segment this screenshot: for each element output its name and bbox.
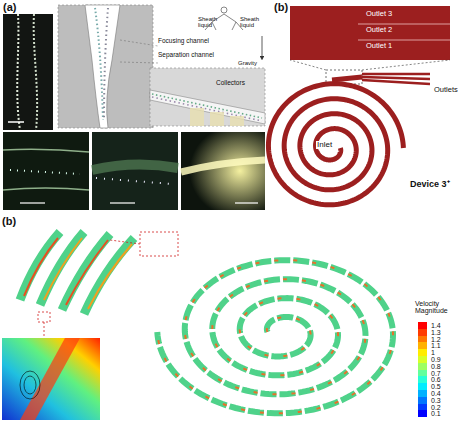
figure-label: (b) xyxy=(274,2,288,14)
colorbar-tick: 0.1 xyxy=(431,410,441,417)
colorbar-tick: 0.6 xyxy=(431,376,441,383)
figure-label: (b) xyxy=(2,216,16,228)
outlet-zoom xyxy=(290,6,450,84)
colorbar-tick: 0.2 xyxy=(431,404,441,411)
flow-band xyxy=(157,260,393,413)
colorbar-tick: 0.9 xyxy=(431,356,441,363)
spiral-channel xyxy=(268,77,403,205)
cfd-zoom xyxy=(2,232,178,420)
figure-label: Outlets xyxy=(434,86,458,94)
figure-label: Outlet 1 xyxy=(366,42,392,50)
velocity-peak xyxy=(157,260,393,413)
figure-label: Gravity xyxy=(238,60,257,66)
colorbar-swatch xyxy=(418,410,427,417)
colorbar-tick: 0.4 xyxy=(431,390,441,397)
figure-label: Device 3⁺ xyxy=(410,180,450,189)
colorbar-tick: 1 xyxy=(431,349,435,356)
figure-label: Separation channel xyxy=(158,52,214,59)
figure-label: Collectors xyxy=(216,80,245,87)
figure-label: Sheath liquid xyxy=(198,16,220,29)
figure-label: Focusing channel xyxy=(158,38,209,45)
figure-label: Sheath liquid xyxy=(240,16,262,29)
figure-label: Velocity Magnitude xyxy=(415,300,471,315)
colorbar-tick: 0.3 xyxy=(431,397,441,404)
figure-label: (a) xyxy=(3,2,16,14)
micrograph-row xyxy=(3,132,265,210)
spiral-path xyxy=(268,84,403,205)
colorbar-tick: 1.3 xyxy=(431,329,441,336)
colorbar-tick: 0.8 xyxy=(431,363,441,370)
colorbar-tick: 1.4 xyxy=(431,322,441,329)
figure-label: Inlet xyxy=(316,141,333,149)
figure-label: Outlet 3 xyxy=(366,10,392,18)
micrograph-strip xyxy=(3,14,53,130)
colorbar-tick: 1.2 xyxy=(431,336,441,343)
colorbar-tick: 0.7 xyxy=(431,370,441,377)
figure-label: Outlet 2 xyxy=(366,26,392,34)
colorbar-tick: 1.1 xyxy=(431,342,441,349)
outlet-path xyxy=(332,77,362,80)
focusing-schematic xyxy=(58,5,265,128)
colorbar-tick: 0.5 xyxy=(431,383,441,390)
cfd-spiral xyxy=(157,260,393,413)
